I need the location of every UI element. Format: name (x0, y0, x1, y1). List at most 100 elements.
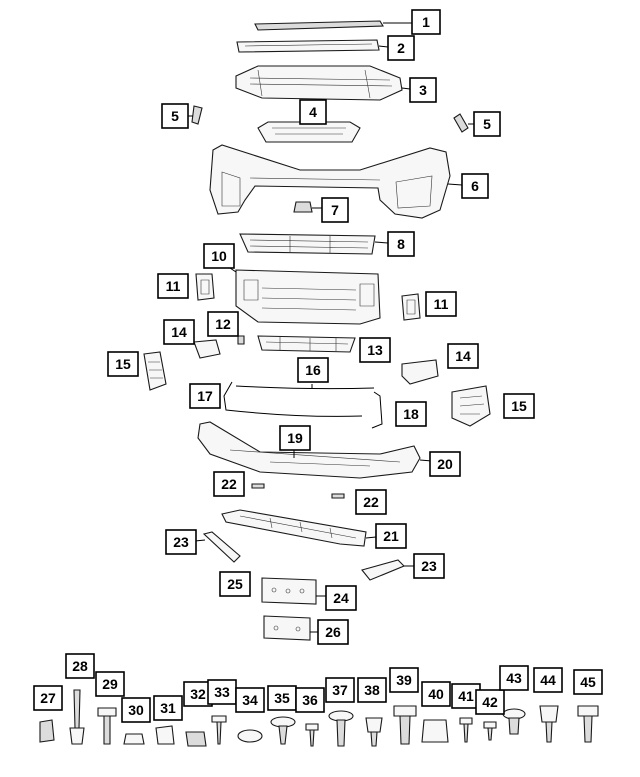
svg-text:17: 17 (197, 388, 213, 404)
svg-text:43: 43 (506, 670, 522, 686)
svg-text:22: 22 (221, 476, 237, 492)
svg-text:38: 38 (364, 682, 380, 698)
svg-text:13: 13 (367, 342, 383, 358)
callout-45: 45 (573, 669, 603, 695)
svg-text:23: 23 (421, 558, 437, 574)
svg-text:6: 6 (471, 178, 479, 194)
part-1-upper-strip (254, 20, 412, 31)
svg-text:5: 5 (171, 108, 179, 124)
callout-31: 31 (153, 695, 183, 721)
svg-text:42: 42 (482, 694, 498, 710)
callout-25: 25 (219, 571, 251, 597)
svg-text:8: 8 (397, 236, 405, 252)
part-13-lower-grille (257, 335, 356, 353)
part-22-clip-left (251, 483, 265, 489)
svg-text:19: 19 (287, 430, 303, 446)
svg-text:40: 40 (428, 686, 444, 702)
svg-text:11: 11 (434, 296, 449, 312)
part-15-lamp-housing-right (451, 385, 491, 427)
callout-27: 27 (33, 685, 63, 711)
callout-11-right: 11 (425, 291, 457, 317)
callout-14-right: 14 (447, 343, 479, 369)
svg-text:7: 7 (331, 202, 339, 218)
svg-text:11: 11 (166, 278, 181, 294)
svg-text:20: 20 (437, 456, 453, 472)
svg-text:35: 35 (274, 690, 290, 706)
svg-text:44: 44 (540, 672, 556, 688)
callout-6: 6 (461, 173, 489, 199)
callout-3: 3 (409, 77, 437, 103)
callout-36: 36 (295, 687, 325, 713)
callout-39: 39 (389, 667, 419, 693)
callout-15-left: 15 (107, 351, 139, 377)
svg-text:5: 5 (483, 116, 491, 132)
callout-5-left: 5 (161, 103, 189, 129)
part-21-lower-reinforcement (221, 509, 377, 547)
callout-29: 29 (95, 671, 125, 697)
svg-text:28: 28 (72, 658, 88, 674)
callout-28: 28 (65, 653, 95, 679)
callout-40: 40 (421, 681, 451, 707)
part-8-upper-grille (239, 233, 389, 255)
part-23-corner-trim-right (361, 559, 414, 581)
part-5-bracket-right (453, 113, 474, 133)
part-20-lower-fascia (197, 421, 433, 479)
svg-text:25: 25 (227, 576, 243, 592)
part-14-lamp-cover-right (401, 359, 439, 385)
callout-1: 1 (411, 9, 441, 35)
callout-22-right: 22 (355, 489, 387, 515)
part-16-center-trim (235, 384, 375, 390)
part-15-lamp-housing-left (143, 351, 167, 391)
svg-text:41: 41 (458, 688, 474, 704)
callout-4: 4 (299, 99, 327, 125)
svg-text:36: 36 (302, 692, 318, 708)
callout-5-right: 5 (473, 111, 501, 137)
fasteners-row (39, 689, 599, 747)
svg-text:4: 4 (309, 104, 317, 120)
callout-14-left: 14 (163, 319, 195, 345)
svg-text:23: 23 (173, 534, 189, 550)
part-24-plate-bracket (261, 577, 326, 605)
svg-text:1: 1 (422, 14, 430, 30)
svg-text:26: 26 (325, 624, 341, 640)
callout-12: 12 (207, 311, 239, 337)
part-5-bracket-left (188, 105, 203, 125)
svg-text:14: 14 (171, 324, 187, 340)
part-11-fog-bezel-left (195, 273, 215, 301)
svg-text:15: 15 (115, 356, 131, 372)
part-3-bumper-beam (235, 65, 411, 101)
svg-text:32: 32 (190, 686, 206, 702)
svg-text:22: 22 (363, 494, 379, 510)
svg-text:34: 34 (242, 692, 258, 708)
svg-text:21: 21 (383, 528, 399, 544)
callout-10: 10 (203, 243, 235, 269)
svg-text:2: 2 (397, 40, 405, 56)
svg-text:16: 16 (305, 362, 321, 378)
callout-42: 42 (475, 689, 505, 715)
svg-text:39: 39 (396, 672, 412, 688)
svg-text:3: 3 (419, 82, 427, 98)
part-6-bumper-fascia (209, 144, 463, 219)
callout-13: 13 (359, 337, 391, 363)
svg-text:31: 31 (160, 700, 176, 716)
callout-43: 43 (499, 665, 529, 691)
callout-2: 2 (387, 35, 415, 61)
callout-7: 7 (321, 197, 349, 223)
callout-38: 38 (357, 677, 387, 703)
part-14-lamp-cover-left (193, 339, 221, 359)
svg-text:45: 45 (580, 674, 596, 690)
callout-44: 44 (533, 667, 563, 693)
callout-20: 20 (429, 451, 461, 477)
callout-26: 26 (317, 619, 349, 645)
svg-text:12: 12 (215, 316, 231, 332)
callout-18: 18 (395, 401, 427, 427)
callout-15-right: 15 (503, 393, 535, 419)
part-23-corner-trim-left (194, 531, 241, 563)
callout-37: 37 (325, 677, 355, 703)
callout-23-left: 23 (165, 529, 197, 555)
callout-33: 33 (207, 679, 237, 705)
part-17-left-trim (223, 381, 363, 417)
part-4-upper-bracket (257, 115, 361, 143)
svg-text:10: 10 (211, 248, 227, 264)
